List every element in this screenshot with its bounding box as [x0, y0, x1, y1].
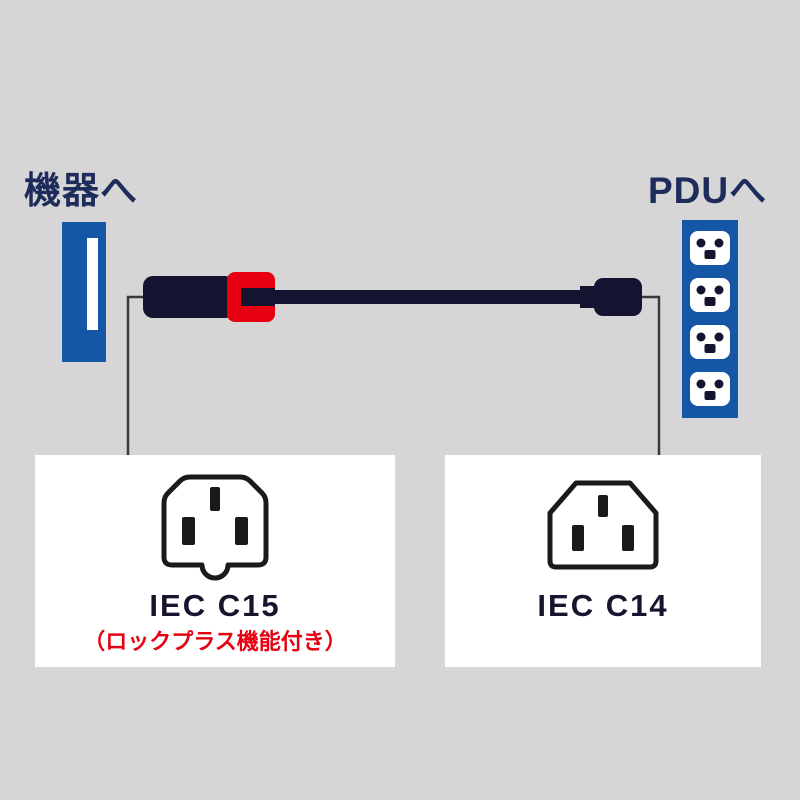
iec-c15-connector-face-icon	[161, 474, 269, 581]
right-leader-line	[640, 295, 661, 456]
c15-connector-name: IEC C15	[149, 588, 281, 623]
c15-lock-feature-note: （ロックプラス機能付き）	[83, 629, 347, 655]
c14-connector-name: IEC C14	[537, 588, 669, 623]
pdu-outlet-icon	[690, 325, 730, 359]
pdu-outlet-icon	[690, 278, 730, 312]
device-panel-icon	[62, 222, 106, 362]
c14-connector-card: IEC C14	[445, 455, 761, 667]
lock-plus-collar-icon	[227, 272, 275, 322]
pdu-endpoint-label: PDUへ	[648, 170, 768, 211]
device-endpoint-label: 機器へ	[24, 170, 138, 211]
c14-plug-body	[594, 278, 642, 316]
power-cable-icon	[143, 272, 642, 322]
pdu-outlet-icon	[690, 231, 730, 265]
pdu-outlet-icon	[690, 372, 730, 406]
c15-plug-body	[143, 276, 235, 318]
iec-c14-connector-face-icon	[547, 480, 659, 570]
left-leader-line	[126, 295, 143, 456]
c15-connector-card: IEC C15 （ロックプラス機能付き）	[35, 455, 395, 667]
pdu-outlet-strip-icon	[682, 220, 738, 418]
